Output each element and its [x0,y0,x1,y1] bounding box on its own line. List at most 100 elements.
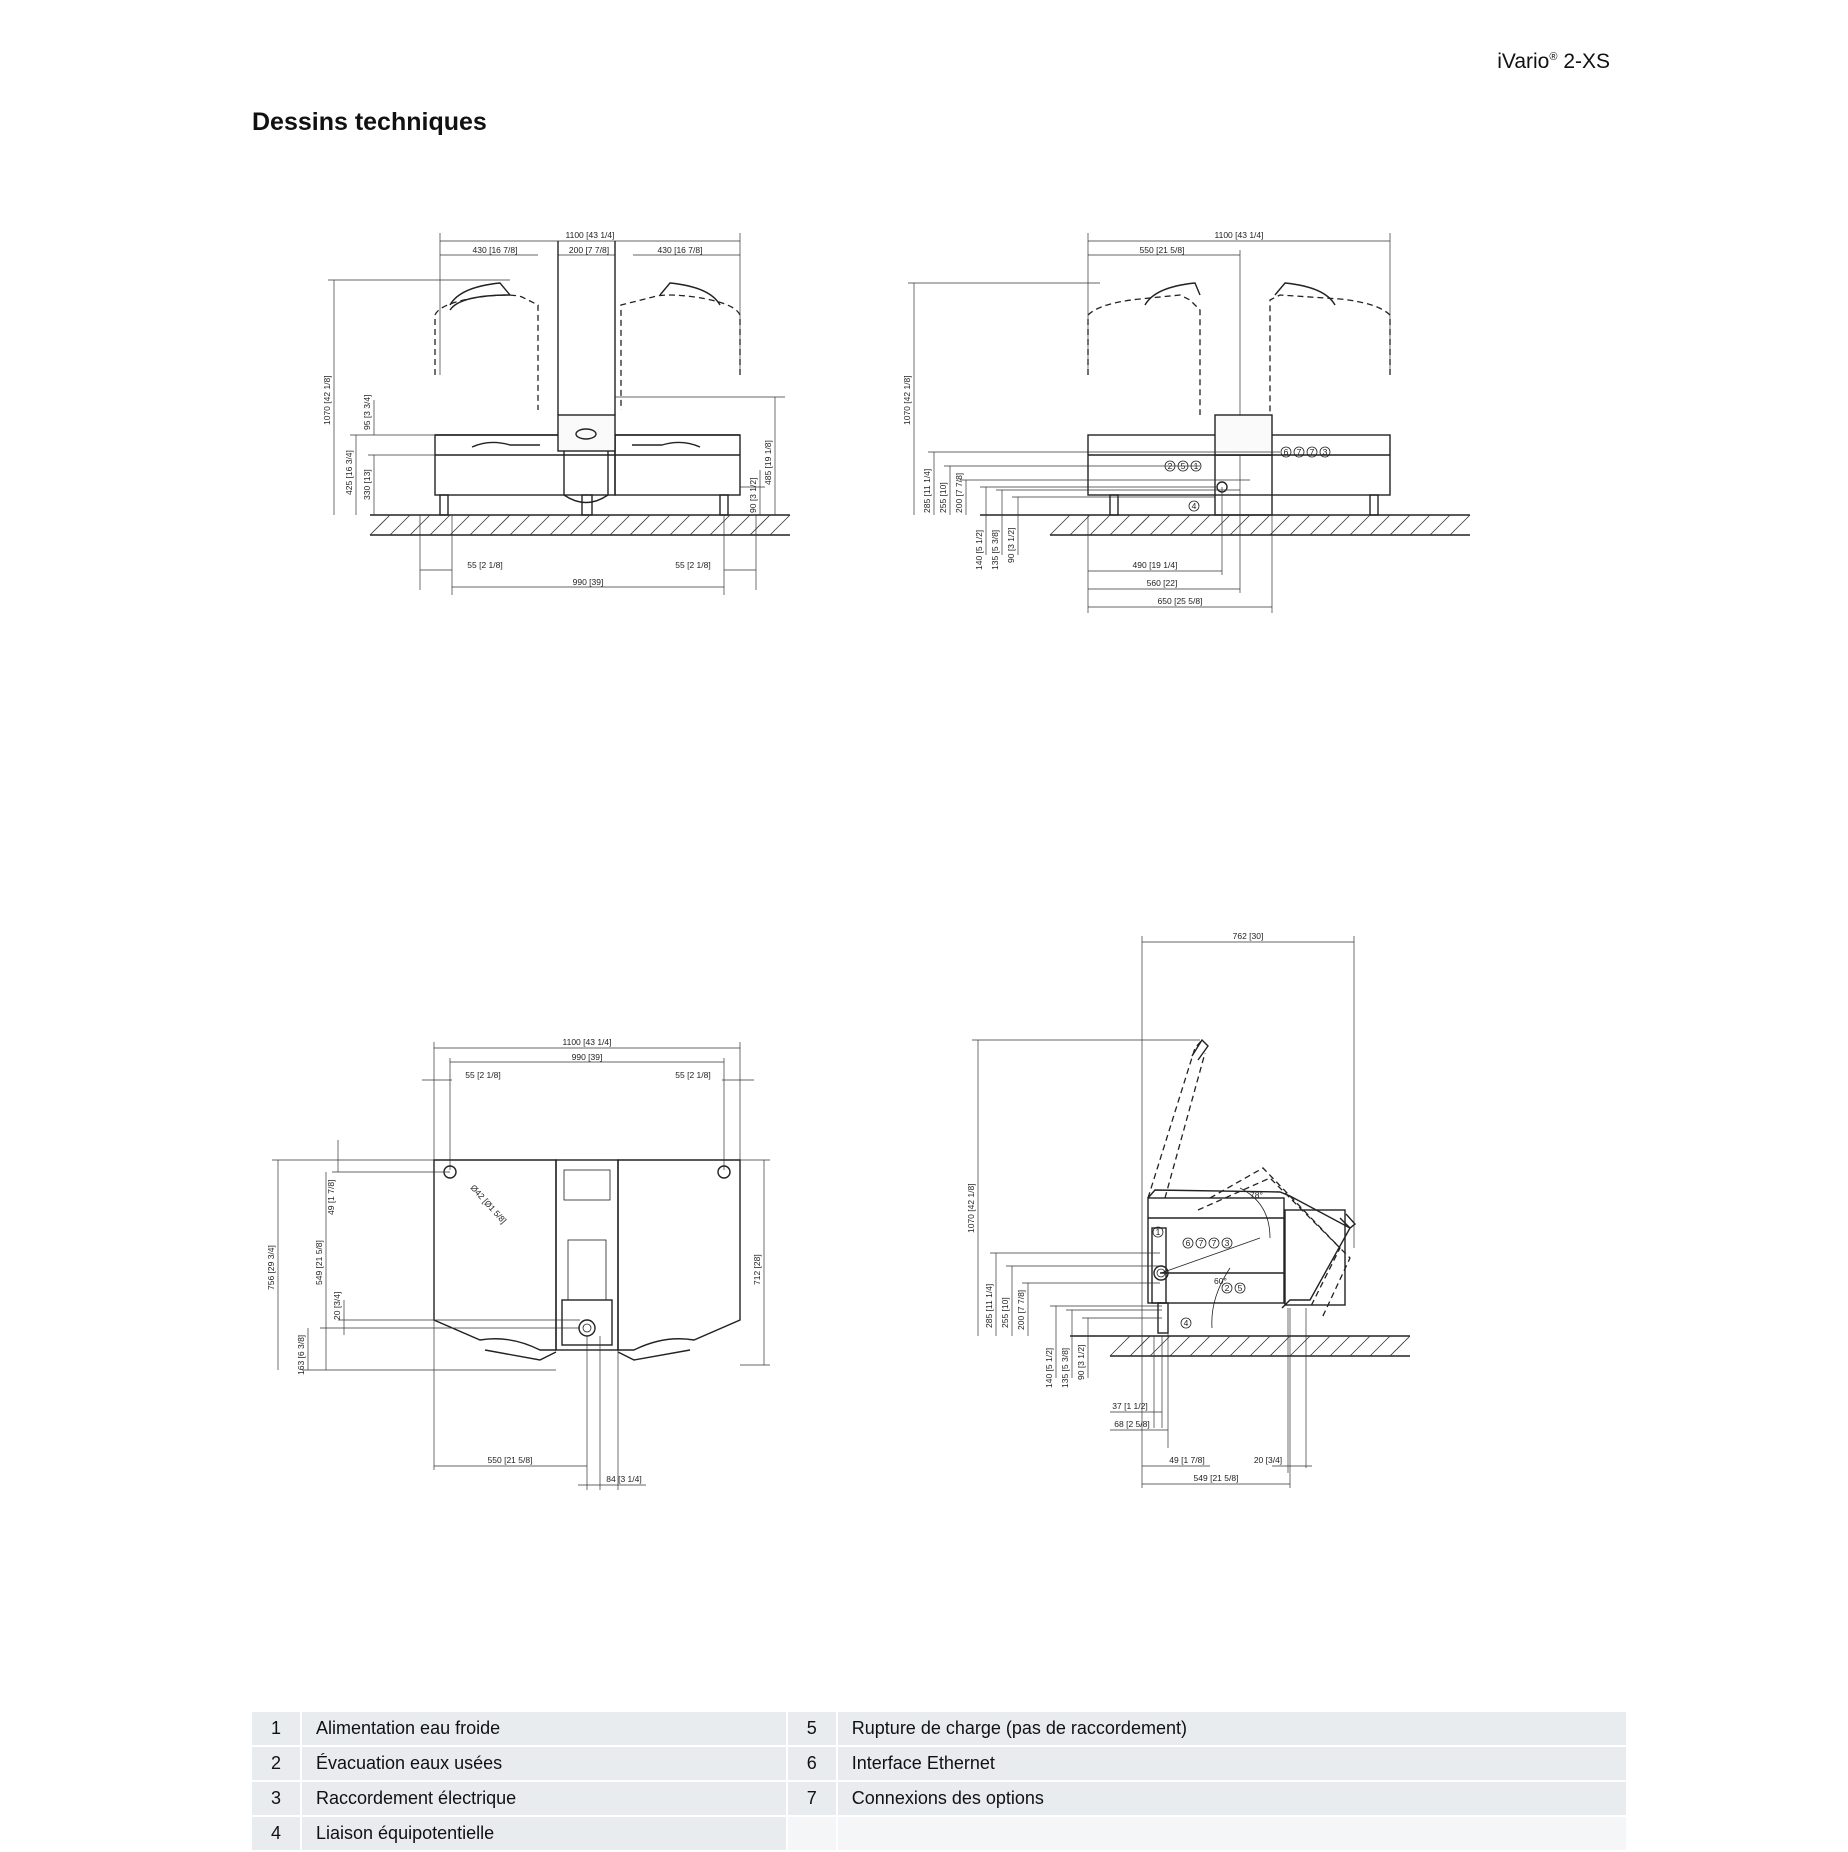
tilt-pan-outline-a [1209,1167,1341,1309]
dim-tilt-w49: 49 [1 7/8] [1169,1455,1204,1465]
drawing-tilt-view: 762 [30] 1 6 7 7 3 2 5 4 78° 60° 1070 [4… [950,928,1430,1498]
tilt-marker-5: 5 [1238,1283,1243,1293]
tilt-marker-2: 2 [1225,1283,1230,1293]
dim-top-w550: 550 [21 5/8] [488,1455,533,1465]
dim-side-h135: 135 [5 3/8] [990,530,1000,570]
right-pan-handle [632,441,701,448]
tilt-body [1147,1197,1285,1304]
legend-right-num: 6 [787,1746,837,1782]
dim-tilt-h135: 135 [5 3/8] [1060,1348,1070,1388]
legend-left-text: Raccordement électrique [300,1781,786,1817]
tilt-markers-top: 6 7 7 3 [1182,1237,1233,1249]
control-panel [557,414,616,452]
dim-top-w84: 84 [3 1/4] [606,1474,641,1484]
tilt-markers-mid: 2 5 [1221,1282,1246,1294]
foot-center [581,494,593,516]
dim-front-total-width: 1100 [43 1/4] [566,230,615,240]
dim-top-foot-left: 55 [2 1/8] [465,1070,500,1080]
product-name: iVario® 2-XS [1497,50,1610,74]
dim-tilt-h90: 90 [3 1/2] [1076,1345,1086,1380]
dim-top-d163: 163 [6 3/8] [296,1335,306,1375]
side-lid-right [1269,294,1391,415]
right-lid-handle [659,282,721,306]
tilt-view-svg: 762 [30] 1 6 7 7 3 2 5 4 78° 60° 1070 [4… [966,931,1411,1488]
legend-left-text: Évacuation eaux usées [300,1746,786,1782]
dim-front-foot-right: 55 [2 1/8] [675,560,710,570]
left-lid-handle [449,282,511,306]
tilt-marker-6: 6 [1186,1238,1191,1248]
side-connection-block [1214,454,1273,516]
legend-row: 2 Évacuation eaux usées 6 Interface Ethe… [252,1746,1626,1782]
side-marker-3: 3 [1323,447,1328,457]
legend-left-num: 4 [252,1816,301,1852]
dim-side-h255: 255 [10] [938,482,948,513]
control-knob [575,428,597,440]
left-lid-outline [434,294,539,410]
dim-side-w490: 490 [19 1/4] [1133,560,1178,570]
side-panel [1214,414,1273,456]
dim-front-foot-left: 55 [2 1/8] [467,560,502,570]
legend-right-num: 7 [787,1781,837,1817]
dim-side-total-width: 1100 [43 1/4] [1215,230,1264,240]
top-connection-circle [578,1319,596,1337]
dim-side-w560: 560 [22] [1147,578,1178,588]
top-center-column [555,1159,619,1351]
dim-front-height-330: 330 [13] [362,469,372,500]
side-right-handle [1274,282,1336,306]
dim-tilt-height-total: 1070 [42 1/8] [966,1183,976,1233]
tilt-raised-lid-a [1147,1039,1203,1199]
foot-hole-right [717,1165,731,1179]
dim-front-height-425: 425 [16 3/4] [344,450,354,495]
dim-side-height-total: 1070 [42 1/8] [902,375,912,425]
tilt-marker-4: 4 [1184,1318,1189,1328]
left-pan-handle [471,441,540,448]
drawing-top-view: 1100 [43 1/4] 990 [39] 55 [2 1/8] 55 [2 … [266,1030,810,1500]
legend-row: 3 Raccordement électrique 7 Connexions d… [252,1781,1626,1817]
legend-right-text: Rupture de charge (pas de raccordement) [835,1712,1626,1747]
dim-side-h140: 140 [5 1/2] [974,530,984,570]
side-markers-top: 6 7 7 3 [1280,446,1331,458]
legend-left-num: 3 [252,1781,301,1817]
dim-side-half-width: 550 [21 5/8] [1140,245,1185,255]
dim-front-feet-span: 990 [39] [573,577,604,587]
legend-right-num: 5 [787,1712,837,1747]
side-marker-4: 4 [1192,501,1197,511]
dim-front-height-95: 95 [3 3/4] [362,395,372,430]
legend-left-num: 2 [252,1746,301,1782]
dim-tilt-w20: 20 [3/4] [1254,1455,1282,1465]
side-view-svg: 1100 [43 1/4] 550 [21 5/8] 6 7 7 3 2 5 1… [902,230,1471,613]
foot-left [439,494,449,516]
top-view-svg: 1100 [43 1/4] 990 [39] 55 [2 1/8] 55 [2 … [266,1037,770,1490]
dim-top-total-width: 1100 [43 1/4] [563,1037,612,1047]
product-variant: 2-XS [1563,50,1610,73]
dim-front-right-width: 430 [16 7/8] [658,245,703,255]
side-marker-7b: 7 [1310,447,1315,457]
tilt-pan-outline-b [1197,1177,1351,1319]
dim-tilt-depth: 762 [30] [1233,931,1264,941]
tilt-body-top [1147,1189,1351,1309]
dim-top-diameter: Ø42 [Ø1 5/8] [469,1183,509,1226]
top-right-handle [617,1349,691,1361]
legend-right-text [835,1816,1626,1852]
legend-right-num [787,1816,837,1852]
dim-tilt-h255: 255 [10] [1000,1297,1010,1328]
legend-right-text: Connexions des options [835,1781,1626,1817]
tilt-marker-3: 3 [1225,1238,1230,1248]
legend-left-text: Liaison équipotentielle [300,1816,786,1852]
tilt-marker-7a: 7 [1199,1238,1204,1248]
dim-front-height-485: 485 [19 1/8] [763,440,773,485]
dim-top-d20: 20 [3/4] [332,1292,342,1320]
tilt-raised-handle [1191,1038,1209,1061]
foot-right [719,494,729,516]
dim-front-height-total: 1070 [42 1/8] [322,375,332,425]
front-view-svg: 1100 [43 1/4] 430 [16 7/8] 200 [7 7/8] 4… [322,230,791,595]
dim-tilt-h200: 200 [7 7/8] [1016,1290,1026,1330]
side-marker-7a: 7 [1297,447,1302,457]
dim-side-h90: 90 [3 1/2] [1006,528,1016,563]
product-name-text: iVario [1497,50,1550,73]
dim-top-foot-right: 55 [2 1/8] [675,1070,710,1080]
top-right-pan [617,1159,741,1351]
legend-row: 1 Alimentation eau froide 5 Rupture de c… [252,1712,1626,1747]
drawing-side-view: 1100 [43 1/4] 550 [21 5/8] 6 7 7 3 2 5 1… [900,225,1480,745]
side-marker-6: 6 [1284,447,1289,457]
